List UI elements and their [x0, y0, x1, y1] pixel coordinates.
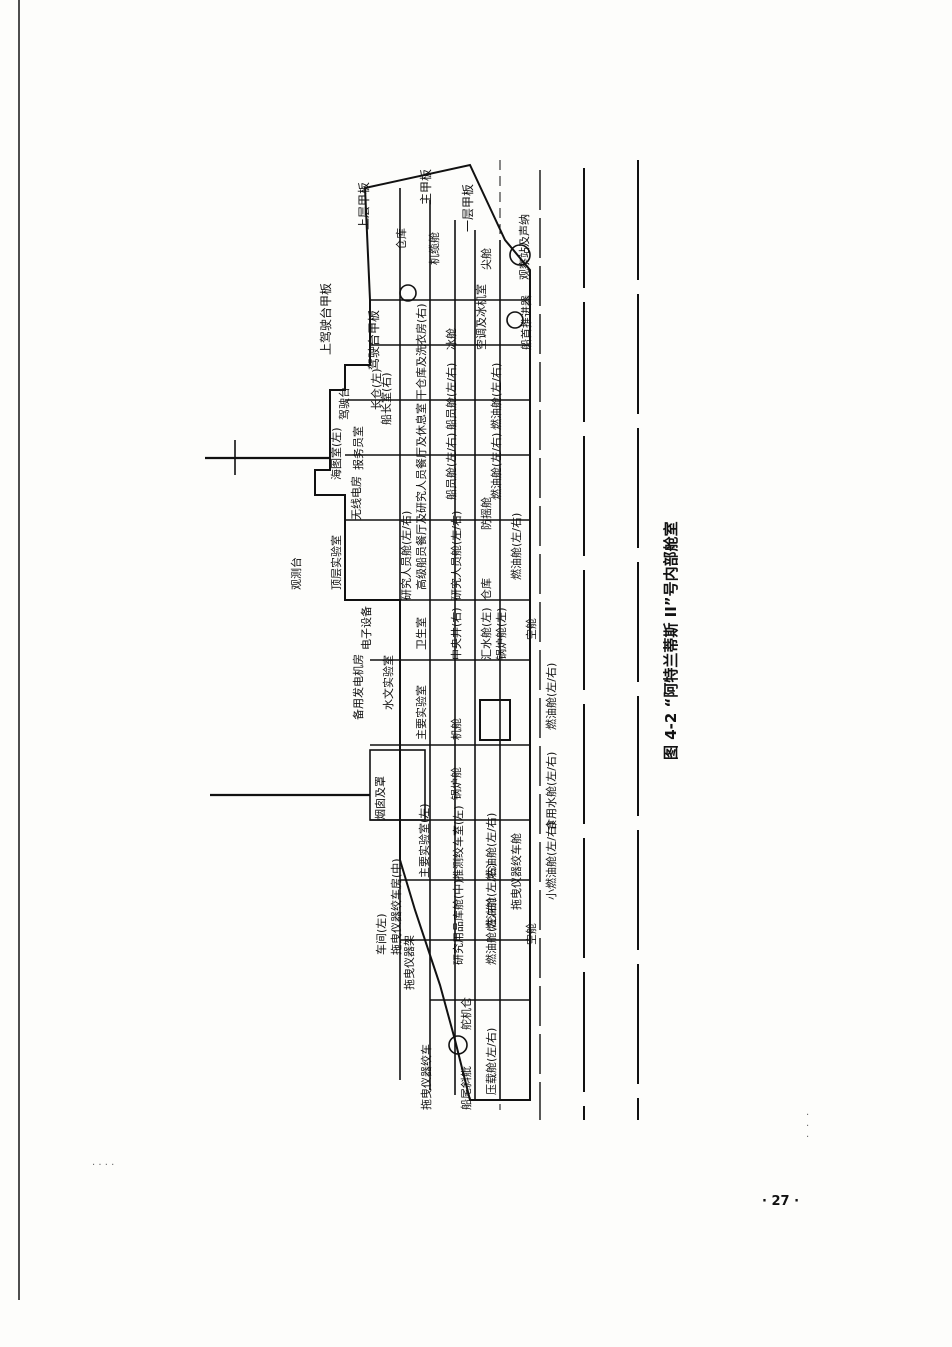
compartment-label: 中央井(右) — [449, 607, 463, 660]
compartment-label: 观察站及声纳 — [517, 214, 531, 280]
compartment-label: 拖曳仪器绞车舱 — [509, 833, 523, 910]
compartment-label: 锅炉舱 — [449, 767, 463, 800]
compartment-label: 高级船员餐厅及研究人员餐厅及休息室 — [414, 403, 428, 590]
compartment-label: 车间(左) — [374, 913, 388, 955]
deck-label: 主甲板 — [419, 169, 433, 205]
compartment-label: 电子设备 — [359, 606, 373, 650]
compartment-label: 空调及冰机室 — [474, 284, 488, 350]
compartment-label: 顶层实验室 — [329, 535, 343, 590]
deck-label: 驾驶台甲板 — [366, 310, 381, 370]
compartment-label: 报务员室 — [351, 426, 365, 470]
compartment-label: 水文实验室 — [381, 655, 395, 710]
compartment-label: 拖曳仪器绞车 — [419, 1044, 433, 1110]
compartment-label: 无线电房 — [349, 476, 363, 520]
compartment-label: 燃油舱(左/右) — [489, 433, 503, 500]
compartment-label: 卫生室 — [414, 617, 428, 650]
compartment-label: 干仓库及洗衣房(右) — [414, 303, 428, 400]
scan-border — [18, 0, 20, 1300]
compartment-label: 长仓(左) — [369, 368, 383, 410]
compartment-label: 主要实验室(左) — [417, 803, 431, 878]
deck-label: 上层甲板 — [357, 182, 371, 230]
compartment-label: 尖舱 — [479, 248, 493, 270]
compartment-label: 观测台 — [289, 557, 303, 590]
compartment-label: 拖曳仪器架 — [402, 935, 416, 990]
compartment-label: 海图室(左) — [329, 427, 343, 480]
compartment-label: 机舱 — [449, 718, 463, 740]
compartment-label: 锅炉舱(左) — [494, 607, 508, 660]
compartment-label: 小燃油舱(左/右) — [544, 822, 558, 900]
compartment-label: 备用发电机房 — [351, 654, 365, 720]
page-number: · 27 · — [762, 1194, 799, 1209]
compartment-label: 汇水舱(左) — [479, 607, 493, 660]
ship-hull — [205, 160, 639, 1120]
compartment-label: 空舱 — [524, 923, 538, 945]
deck-label: 上驾驶台甲板 — [318, 283, 333, 355]
scan-speck: ··· — [806, 1110, 810, 1143]
compartment-label: 舵机仓 — [459, 997, 473, 1030]
compartment-label: 燃油舱(左/右) — [544, 663, 558, 730]
compartment-label: 研究人员舱(左/右) — [399, 511, 413, 600]
compartment-label: 船员舱(左/右) — [444, 363, 458, 430]
compartment-label: 船员舱(左/右) — [444, 433, 458, 500]
compartment-label: 船尾斜舭 — [459, 1066, 473, 1110]
compartment-label: 机缆舱 — [427, 232, 441, 265]
compartment-label: 研究人员舱(左/右) — [449, 511, 463, 600]
compartment-label: 燃油舱(左/右) — [484, 898, 498, 965]
compartment-label: 冰舱 — [444, 328, 458, 350]
compartment-label: 食用水舱(左/右) — [544, 752, 558, 830]
compartment-label: 研究用品库舱(中) — [451, 879, 465, 965]
compartment-label: 空舱 — [524, 618, 538, 640]
compartment-label: 船首推进器 — [519, 295, 533, 350]
figure-caption: 图 4-2 “阿特兰蒂斯 II”号内部舱室 — [662, 521, 680, 760]
compartment-label: 烟囱及罩 — [373, 776, 387, 820]
compartment-label: 燃油舱(左/右) — [509, 513, 523, 580]
compartment-label: 压载舱(左/右) — [484, 1028, 498, 1095]
compartment-label: 拖曳仪器绞车房(中) — [389, 858, 403, 955]
compartment-label: 船长室(右) — [379, 372, 393, 425]
compartment-label: 主要实验室 — [414, 685, 428, 740]
compartment-label: 推测绞车室(左) — [451, 805, 465, 880]
deck-label: 一层甲板 — [461, 184, 475, 232]
compartment-labels: 顶层实验室 无线电房 报务员室 海图室(左) 驾驶台 船长室(右) 长仓(左) … — [289, 214, 558, 1110]
scan-speck: · · · · — [92, 1160, 115, 1171]
compartment-label: 燃油舱(左/右) — [489, 363, 503, 430]
compartment-label: 燃油舱(左/右) — [484, 813, 498, 880]
compartment-label: 仓库 — [394, 228, 408, 250]
compartment-label: 仓库 — [479, 578, 493, 600]
compartment-label: 驾驶台 — [337, 387, 351, 420]
compartment-label: 防摇舱 — [479, 497, 493, 530]
deck-labels: 上层甲板 主甲板 一层甲板 上驾驶台甲板 驾驶台甲板 — [318, 169, 475, 370]
compartment-label: 燃油舱(左/右) — [484, 863, 498, 930]
